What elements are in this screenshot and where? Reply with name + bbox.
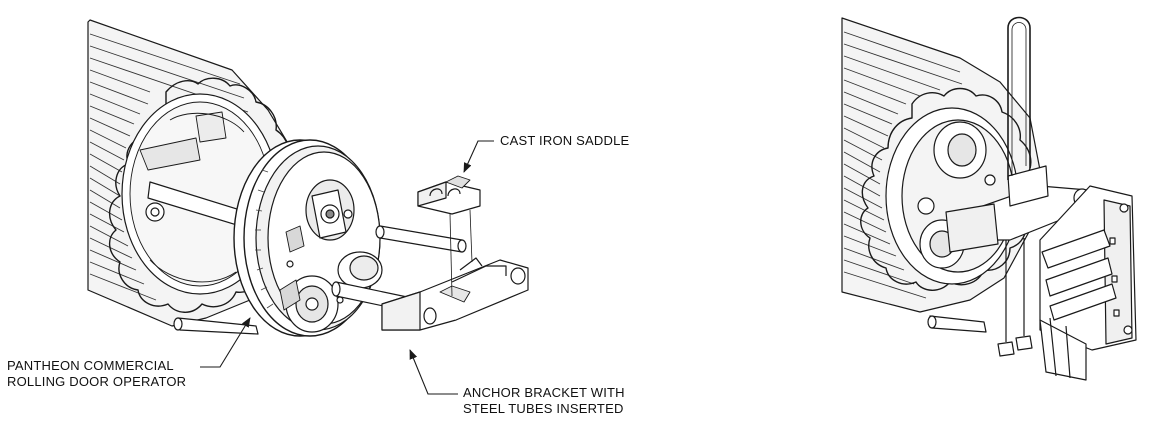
mounting-bolts: [997, 238, 1033, 357]
anchor-label-line1: ANCHOR BRACKET WITH: [463, 385, 625, 400]
cast-iron-saddle-label: CAST IRON SADDLE: [500, 133, 629, 149]
leader-lines: [200, 140, 494, 395]
saddle-label-text: CAST IRON SADDLE: [500, 133, 630, 148]
anchor-leader: [409, 349, 458, 395]
anchor-bracket-label: ANCHOR BRACKET WITH STEEL TUBES INSERTED: [463, 385, 625, 417]
saddle-leader: [463, 140, 494, 173]
door-operator-label: PANTHEON COMMERCIAL ROLLING DOOR OPERATO…: [7, 358, 186, 390]
cast-iron-saddle: [417, 175, 481, 215]
door-operator: [233, 139, 383, 337]
operator-label-line2: ROLLING DOOR OPERATOR: [7, 374, 187, 389]
assembled-view: [841, 16, 1137, 381]
anchor-label-line2: STEEL TUBES INSERTED: [463, 401, 624, 416]
curtain-edge: [109, 77, 295, 313]
operator-leader: [200, 317, 251, 368]
exploded-view: [87, 19, 529, 337]
anchor-bracket: [381, 257, 529, 331]
u-bolt: [1007, 16, 1031, 180]
operator-label-line1: PANTHEON COMMERCIAL: [7, 358, 174, 373]
